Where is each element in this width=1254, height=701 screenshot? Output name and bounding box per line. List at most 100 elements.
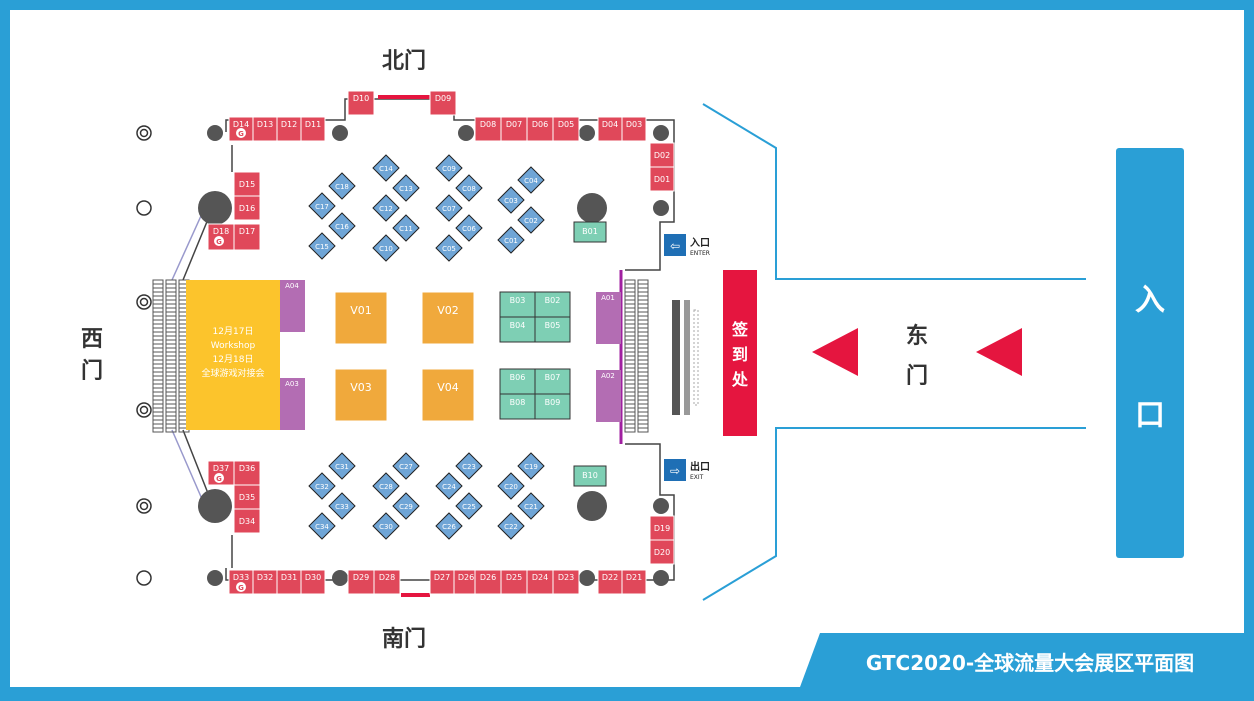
booth-b06[interactable]: B06 xyxy=(499,368,536,395)
booth-c20[interactable]: C20 xyxy=(497,472,525,500)
booth-c06[interactable]: C06 xyxy=(455,214,483,242)
booth-c28[interactable]: C28 xyxy=(372,472,400,500)
booth-b10[interactable]: B10 xyxy=(573,465,607,487)
booth-d23[interactable]: D23 xyxy=(552,569,580,595)
booth-c29[interactable]: C29 xyxy=(392,492,420,520)
booth-d06[interactable]: D06 xyxy=(526,116,554,142)
booth-b08[interactable]: B08 xyxy=(499,393,536,420)
svg-text:D15: D15 xyxy=(239,180,255,189)
booth-d35[interactable]: D35 xyxy=(233,484,261,510)
booth-c05[interactable]: C05 xyxy=(435,234,463,262)
booth-c04[interactable]: C04 xyxy=(517,166,545,194)
booth-v02[interactable]: V02 xyxy=(421,291,475,345)
booth-b02[interactable]: B02 xyxy=(534,291,571,318)
booth-d19[interactable]: D19 xyxy=(649,515,675,541)
booth-b05[interactable]: B05 xyxy=(534,316,571,343)
booth-d24[interactable]: D24 xyxy=(526,569,554,595)
booth-d15[interactable]: D15 xyxy=(233,171,261,197)
booth-c11[interactable]: C11 xyxy=(392,214,420,242)
booth-d08[interactable]: D08 xyxy=(474,116,502,142)
svg-text:V03: V03 xyxy=(350,381,372,394)
booth-d10[interactable]: D10 xyxy=(347,90,375,116)
booth-c31[interactable]: C31 xyxy=(328,452,356,480)
booth-v01[interactable]: V01 xyxy=(334,291,388,345)
booth-c21[interactable]: C21 xyxy=(517,492,545,520)
svg-text:B07: B07 xyxy=(545,373,561,382)
booth-c24[interactable]: C24 xyxy=(435,472,463,500)
booth-d07[interactable]: D07 xyxy=(500,116,528,142)
booth-d09[interactable]: D09 xyxy=(429,90,457,116)
booth-d17[interactable]: D17 xyxy=(233,223,261,251)
svg-text:D19: D19 xyxy=(654,524,670,533)
booth-c01[interactable]: C01 xyxy=(497,226,525,254)
booth-c19[interactable]: C19 xyxy=(517,452,545,480)
booth-c32[interactable]: C32 xyxy=(308,472,336,500)
booth-c07[interactable]: C07 xyxy=(435,194,463,222)
booth-d11[interactable]: D11 xyxy=(300,116,326,142)
booth-c03[interactable]: C03 xyxy=(497,186,525,214)
booth-d13[interactable]: D13 xyxy=(252,116,278,142)
svg-text:C16: C16 xyxy=(335,223,349,231)
booth-c09[interactable]: C09 xyxy=(435,154,463,182)
booth-d22[interactable]: D22 xyxy=(597,569,623,595)
booth-d25[interactable]: D25 xyxy=(500,569,528,595)
booth-c25[interactable]: C25 xyxy=(455,492,483,520)
booth-c02[interactable]: C02 xyxy=(517,206,545,234)
booth-c30[interactable]: C30 xyxy=(372,512,400,540)
booth-d16[interactable]: D16 xyxy=(233,195,261,221)
booth-a01[interactable]: A01 xyxy=(596,292,621,344)
booth-a03[interactable]: A03 xyxy=(280,378,305,430)
booth-d26[interactable]: D26 xyxy=(474,569,502,595)
booth-c08[interactable]: C08 xyxy=(455,174,483,202)
booth-c22[interactable]: C22 xyxy=(497,512,525,540)
booth-c26[interactable]: C26 xyxy=(435,512,463,540)
svg-text:C17: C17 xyxy=(315,203,329,211)
booth-d20[interactable]: D20 xyxy=(649,539,675,565)
booth-d34[interactable]: D34 xyxy=(233,508,261,534)
svg-text:V02: V02 xyxy=(437,304,459,317)
booth-b03[interactable]: B03 xyxy=(499,291,536,318)
booth-b01[interactable]: B01 xyxy=(573,221,607,243)
booth-d12[interactable]: D12 xyxy=(276,116,302,142)
svg-text:B06: B06 xyxy=(510,373,526,382)
booth-c33[interactable]: C33 xyxy=(328,492,356,520)
booth-d32[interactable]: D32 xyxy=(252,569,278,595)
booth-d21[interactable]: D21 xyxy=(621,569,647,595)
booth-d03[interactable]: D03 xyxy=(621,116,647,142)
booth-d01[interactable]: D01 xyxy=(649,166,675,192)
booth-d05[interactable]: D05 xyxy=(552,116,580,142)
booth-c12[interactable]: C12 xyxy=(372,194,400,222)
booth-c13[interactable]: C13 xyxy=(392,174,420,202)
booth-c15[interactable]: C15 xyxy=(308,232,336,260)
booth-b04[interactable]: B04 xyxy=(499,316,536,343)
booth-d36[interactable]: D36 xyxy=(233,460,261,486)
booth-c34[interactable]: C34 xyxy=(308,512,336,540)
booth-d02[interactable]: D02 xyxy=(649,142,675,168)
booth-d26[interactable]: D26 xyxy=(453,569,479,595)
booth-d28[interactable]: D28 xyxy=(373,569,401,595)
svg-text:B01: B01 xyxy=(582,227,598,236)
booth-c17[interactable]: C17 xyxy=(308,192,336,220)
booth-d37[interactable]: D37 xyxy=(207,460,235,486)
booth-b09[interactable]: B09 xyxy=(534,393,571,420)
booth-a04[interactable]: A04 xyxy=(280,280,305,332)
west-door-label-2: 门 xyxy=(81,358,103,384)
booth-c23[interactable]: C23 xyxy=(455,452,483,480)
booth-v03[interactable]: V03 xyxy=(334,368,388,422)
booth-a02[interactable]: A02 xyxy=(596,370,621,422)
workshop-line: 12月17日 xyxy=(213,326,254,337)
booth-d31[interactable]: D31 xyxy=(276,569,302,595)
booth-d27[interactable]: D27 xyxy=(429,569,455,595)
booth-d30[interactable]: D30 xyxy=(300,569,326,595)
booth-b07[interactable]: B07 xyxy=(534,368,571,395)
booth-c10[interactable]: C10 xyxy=(372,234,400,262)
booth-c14[interactable]: C14 xyxy=(372,154,400,182)
svg-text:D03: D03 xyxy=(626,120,642,129)
booth-c16[interactable]: C16 xyxy=(328,212,356,240)
booth-d04[interactable]: D04 xyxy=(597,116,623,142)
booth-v04[interactable]: V04 xyxy=(421,368,475,422)
booth-c18[interactable]: C18 xyxy=(328,172,356,200)
svg-text:G: G xyxy=(238,584,244,592)
booth-c27[interactable]: C27 xyxy=(392,452,420,480)
booth-d29[interactable]: D29 xyxy=(347,569,375,595)
